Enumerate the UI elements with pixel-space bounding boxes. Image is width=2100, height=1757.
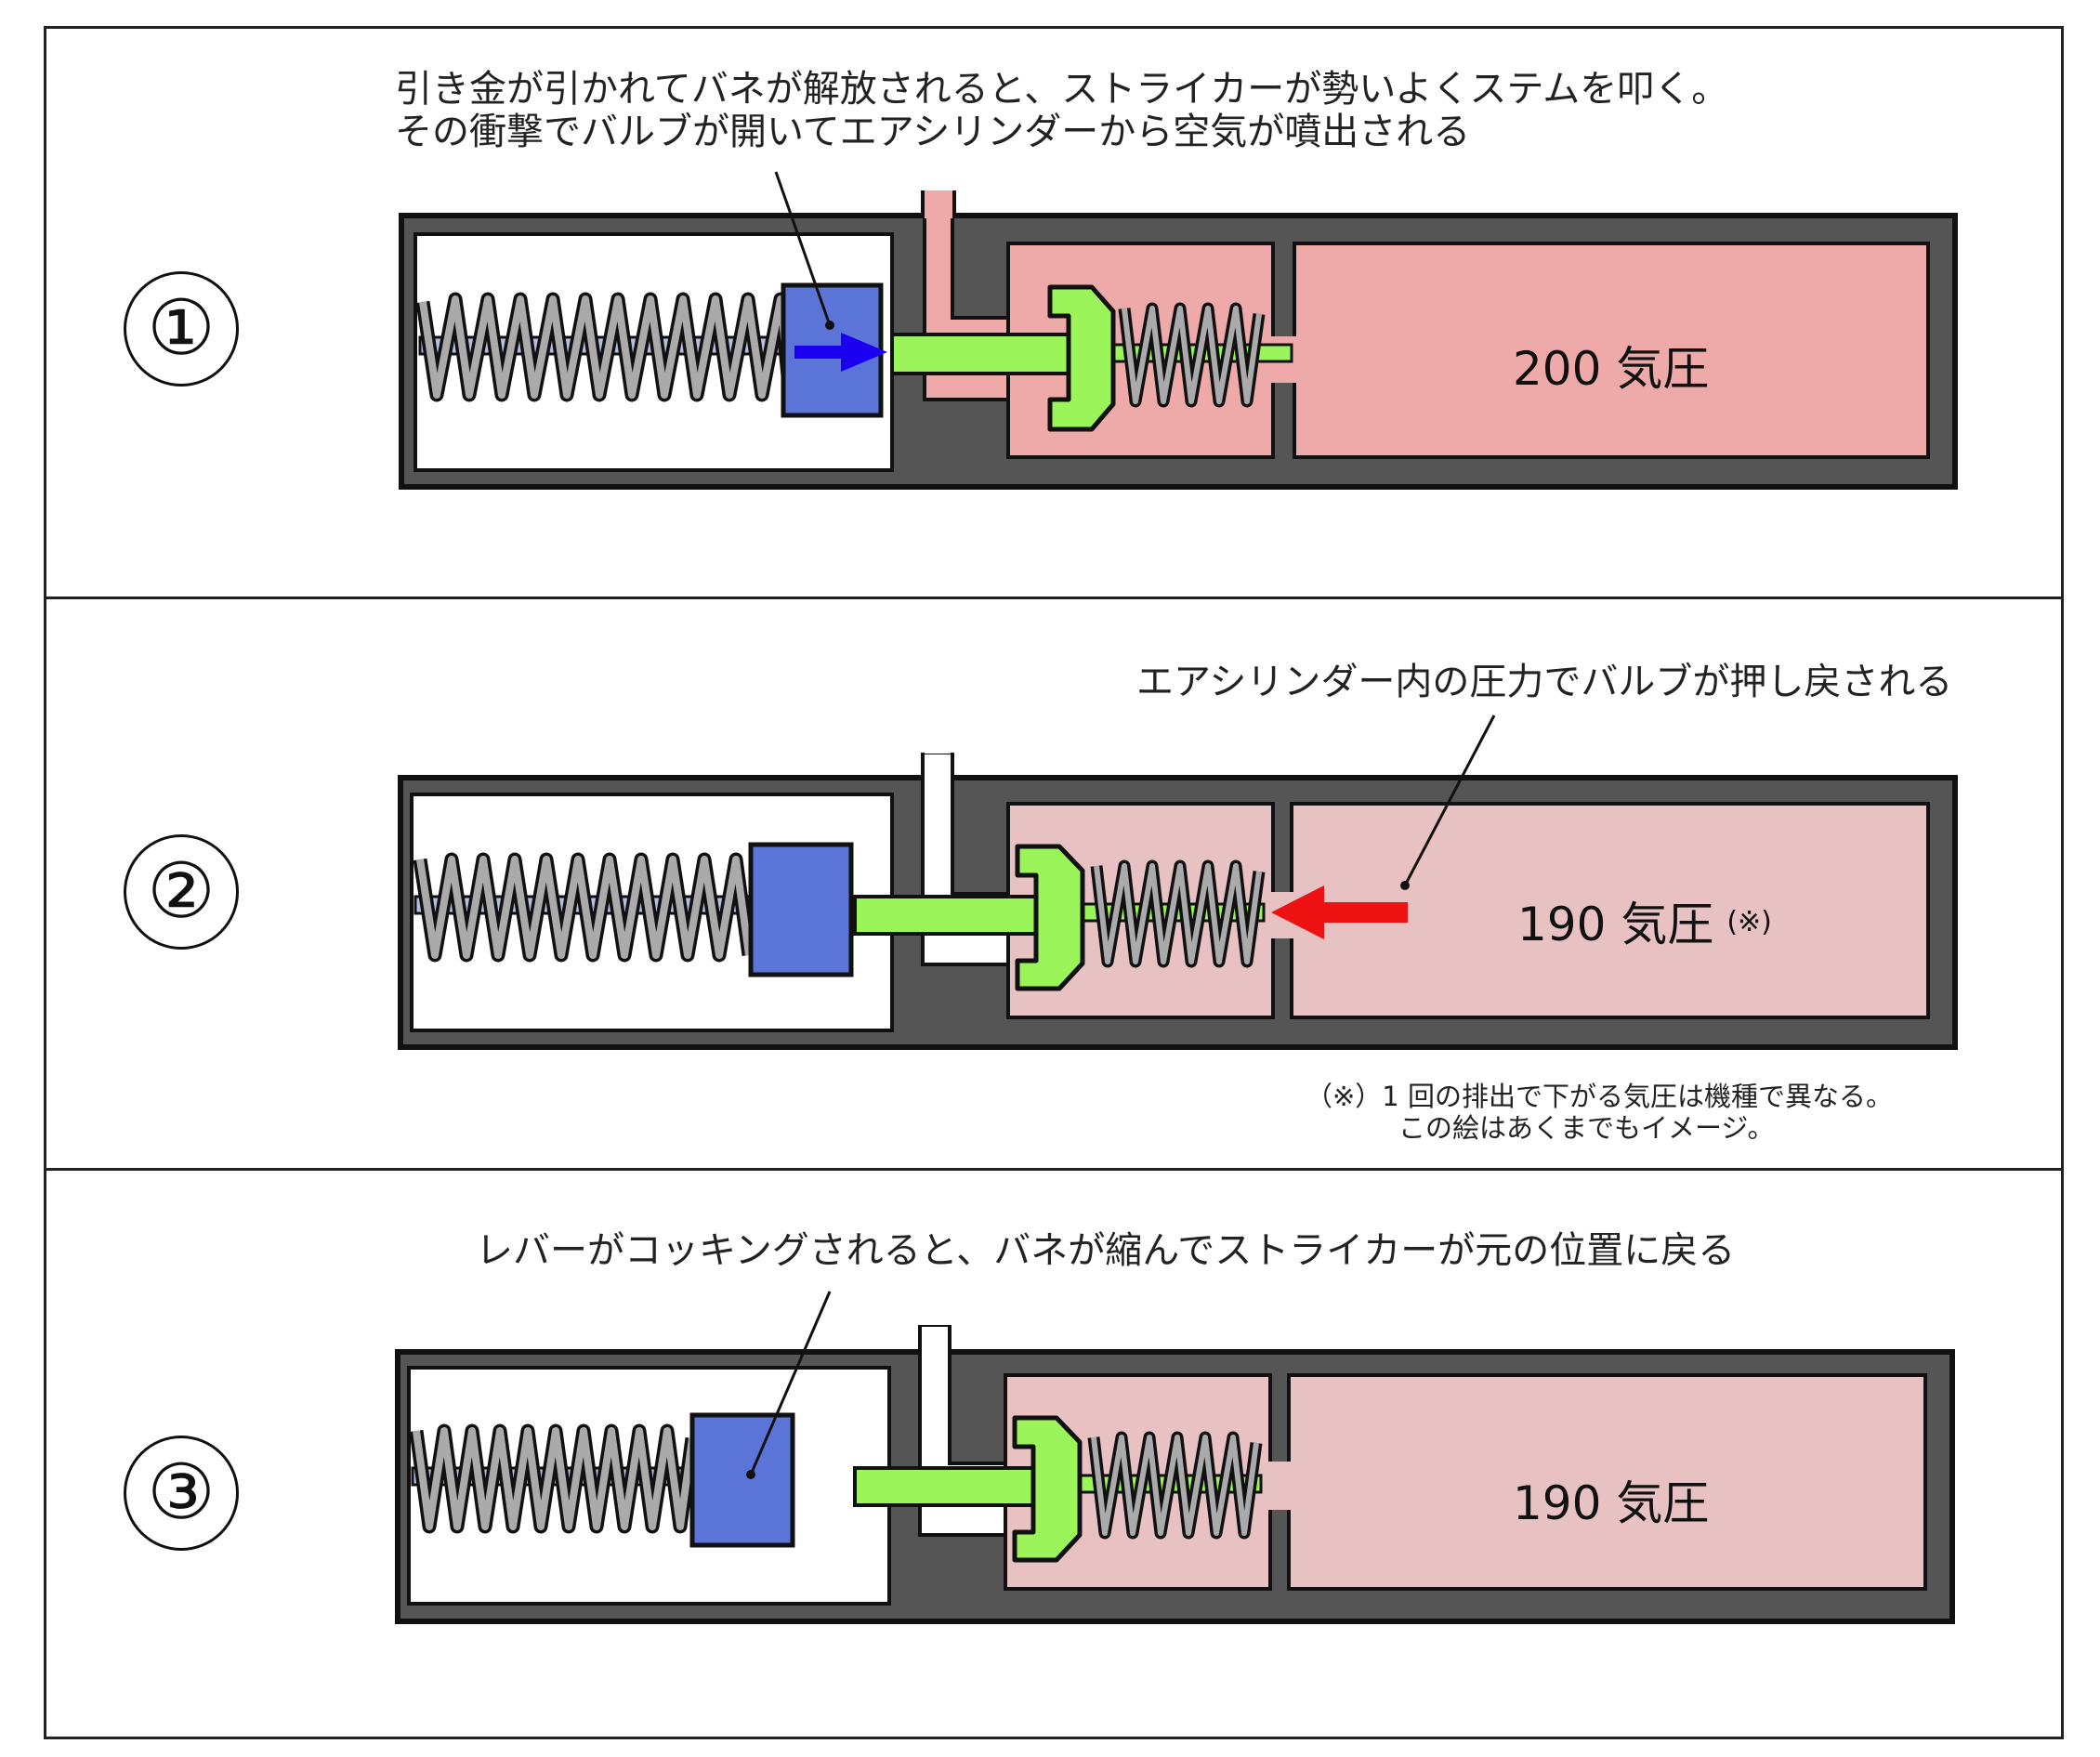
leader-line-3 <box>749 1291 832 1475</box>
valve-head <box>1012 1415 1083 1563</box>
footnote-line-1: （※）1 回の排出で下がる気圧は機種で異なる。 <box>1306 1081 1893 1112</box>
caption-1-line-1: 引き金が引かれてバネが解放されると、ストライカーが勢いよくステムを叩く。 <box>395 68 1729 111</box>
impact-arrow-head <box>841 333 887 372</box>
leader-line-2 <box>1403 715 1496 886</box>
pressure-value-2: 190 気圧 <box>1517 898 1714 951</box>
step-number-1: ① <box>124 271 239 387</box>
valve-stem <box>890 333 1075 375</box>
valve-head <box>1015 844 1085 991</box>
valve-stem <box>853 895 1043 936</box>
caption-2-line-1: エアシリンダー内の圧力でバルブが押し戻される <box>1136 661 1953 703</box>
pressure-arrow-shaft <box>1319 902 1408 923</box>
air-cylinder <box>1293 242 1930 459</box>
valve-stem <box>853 1466 1043 1507</box>
caption-3-line-1: レバーがコッキングされると、バネが縮んでストライカーが元の位置に戻る <box>476 1229 1736 1272</box>
pressure-arrow-head <box>1271 885 1324 939</box>
air-cylinder <box>1287 1373 1927 1591</box>
pressure-value-1: 200 気圧 <box>1513 342 1710 396</box>
pressure-label-2: 190 気圧 (※) <box>1517 887 1772 954</box>
valve-head <box>1047 284 1116 432</box>
impact-arrow-shaft <box>794 346 846 359</box>
panel-divider-2 <box>44 1168 2064 1171</box>
pressure-value-3: 190 気圧 <box>1513 1476 1710 1530</box>
striker <box>689 1412 795 1548</box>
mechanism-2 <box>398 715 1958 1050</box>
diagram-frame <box>44 26 2064 1739</box>
step-number-3: ③ <box>124 1436 239 1551</box>
footnote-line-2: この絵はあくまでもイメージ。 <box>1398 1112 1775 1144</box>
striker <box>748 842 854 977</box>
pressure-label-1: 200 気圧 <box>1513 332 1709 399</box>
leader-line-1 <box>774 171 832 326</box>
pressure-footnote-mark: (※) <box>1726 906 1772 938</box>
panel-divider-1 <box>44 597 2064 599</box>
caption-1-line-2: その衝撃でバルブが開いてエアシリンダーから空気が噴出される <box>395 111 1471 153</box>
step-number-2: ② <box>124 834 239 950</box>
pressure-label-3: 190 気圧 <box>1513 1466 1709 1533</box>
port-tube <box>925 190 952 218</box>
mechanism-1 <box>399 171 1958 490</box>
